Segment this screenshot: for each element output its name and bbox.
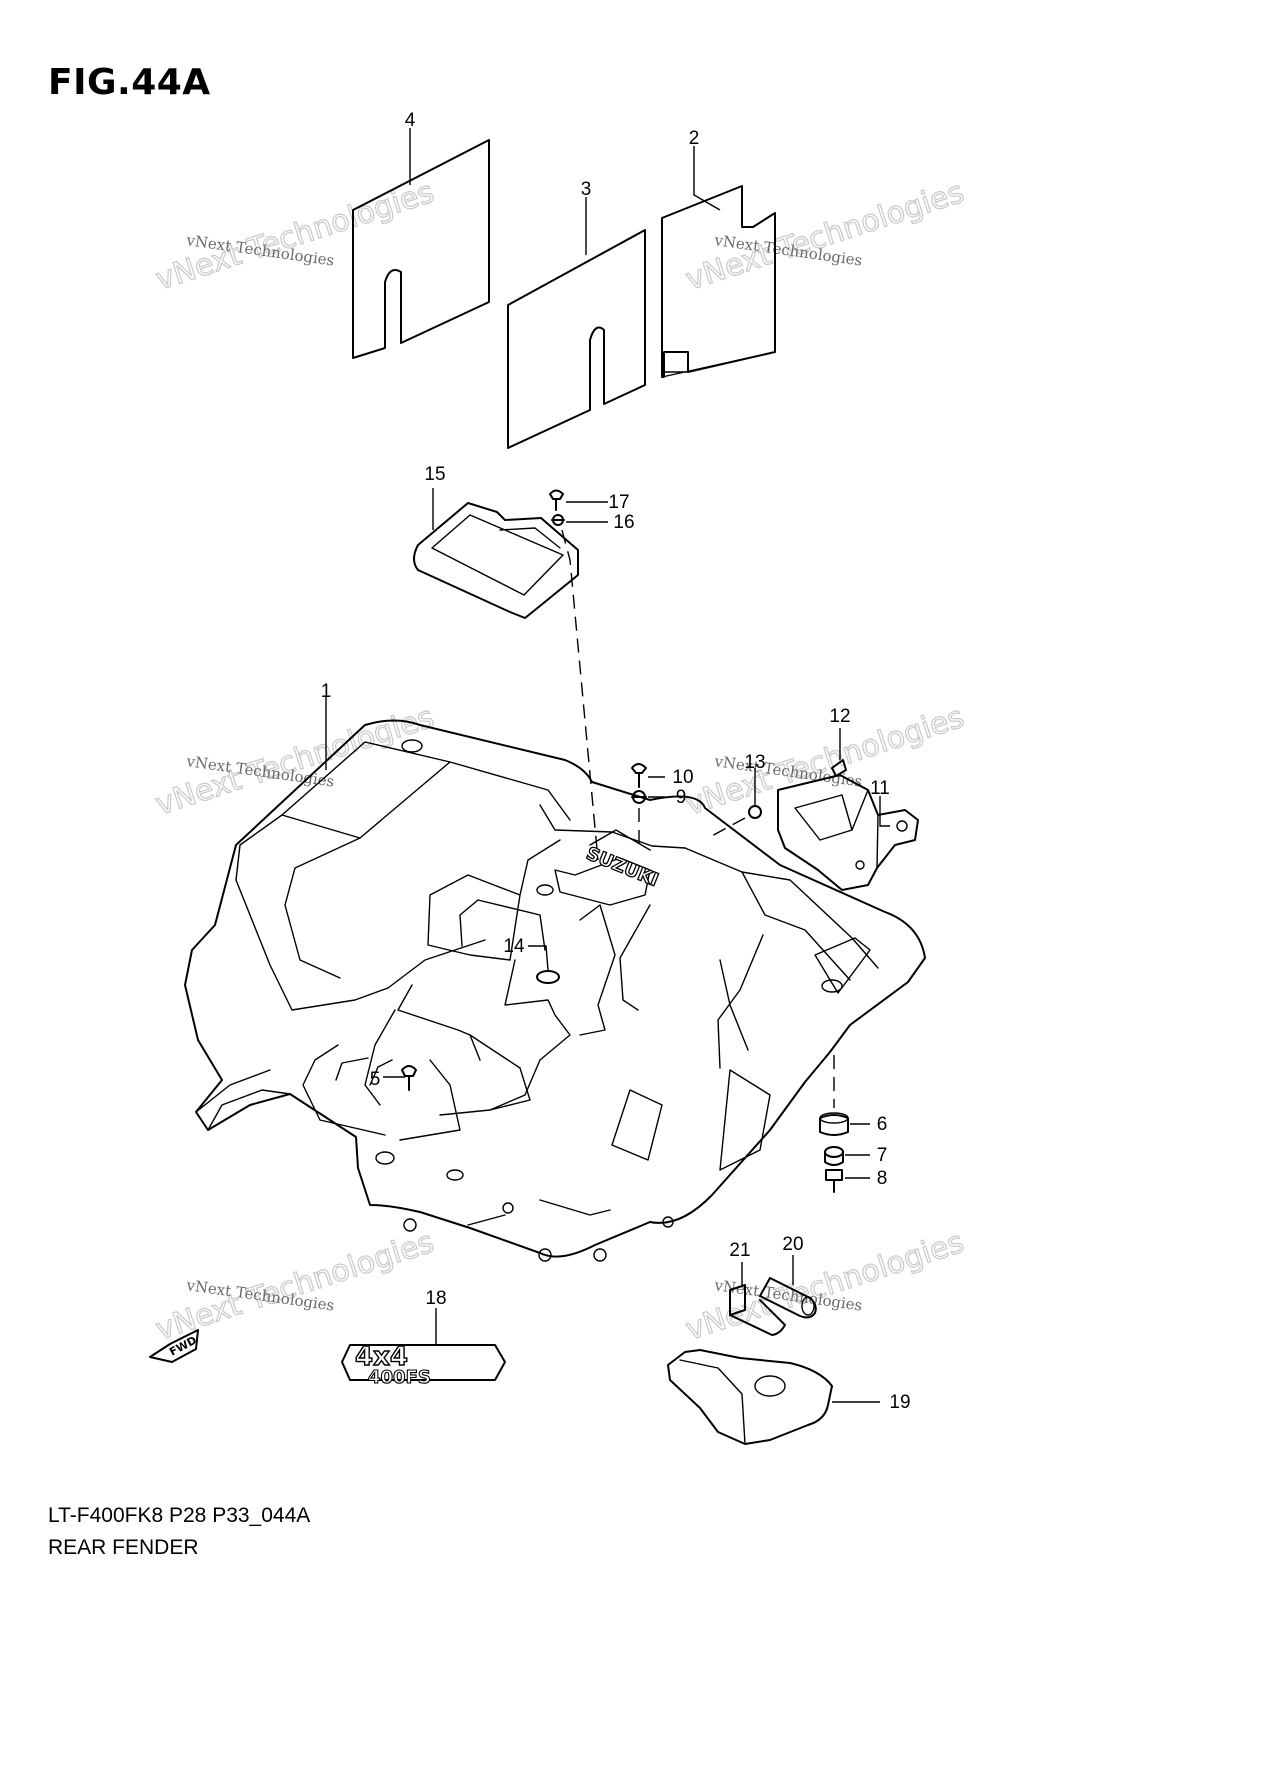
part-8-bolt (825, 1169, 843, 1193)
part-18-decal: 4x4 400FS (341, 1341, 506, 1389)
callout-13: 13 (744, 752, 765, 773)
part-1-rear-fender: SUZUKI (184, 719, 926, 1262)
part-6-cushion (819, 1112, 849, 1136)
diagram-name: REAR FENDER (48, 1536, 199, 1559)
callout-20: 20 (782, 1234, 803, 1255)
callout-14: 14 (503, 936, 525, 957)
part-21-clamp (729, 1284, 786, 1336)
part-12-screw (831, 759, 847, 777)
callout-15: 15 (424, 464, 445, 485)
callout-2: 2 (689, 128, 700, 149)
callout-10: 10 (672, 767, 693, 788)
part-5-bolt (401, 1065, 417, 1091)
callout-17: 17 (608, 492, 629, 513)
decal-text-400fs: 400FS (368, 1367, 431, 1388)
part-3-sheet (507, 229, 646, 449)
callout-12: 12 (829, 706, 850, 727)
figure-title: FIG.44A (48, 62, 211, 103)
part-14-cap (536, 970, 560, 984)
part-20-tube (759, 1277, 817, 1319)
leader-13 (707, 817, 746, 839)
callout-18: 18 (425, 1288, 446, 1309)
part-10-screw (631, 763, 647, 788)
watermark-mid-right: vNext Technologies vNext Technologies (681, 699, 969, 823)
watermark-bottom-left: vNext Technologies vNext Technologies (151, 1224, 439, 1348)
part-16-nut (551, 514, 565, 526)
callout-4: 4 (405, 110, 416, 131)
callout-8: 8 (877, 1168, 888, 1189)
callout-3: 3 (581, 179, 592, 200)
part-7-collar (824, 1146, 844, 1166)
callout-19: 19 (889, 1392, 910, 1413)
watermark-bottom-right: vNext Technologies vNext Technologies (681, 1224, 969, 1348)
callout-11: 11 (870, 778, 890, 799)
callout-16: 16 (613, 512, 634, 533)
part-2-sheet (661, 185, 776, 378)
callout-1: 1 (321, 681, 332, 702)
callout-21: 21 (729, 1240, 750, 1261)
part-13-grommet (748, 805, 762, 819)
callout-5: 5 (370, 1069, 381, 1090)
decal-text-4x4: 4x4 (355, 1342, 408, 1372)
part-11-bracket (777, 774, 919, 891)
part-19-cover (667, 1349, 833, 1445)
diagram-code: LT-F400FK8 P28 P33_044A (48, 1504, 311, 1527)
watermark-top-left: vNext Technologies vNext Technologies (151, 174, 439, 298)
callout-6: 6 (877, 1114, 888, 1135)
part-15-cover (413, 502, 579, 619)
part-17-screw (549, 489, 564, 511)
part-4-sheet (352, 139, 490, 359)
callout-leaders (325, 128, 890, 1403)
leader-15-to-fender (561, 529, 599, 861)
callout-labels: 1 2 3 4 5 6 7 8 9 10 11 12 13 14 15 16 1… (321, 110, 911, 1413)
callout-9: 9 (676, 787, 687, 808)
part-9-nut (631, 790, 647, 804)
callout-7: 7 (877, 1145, 888, 1166)
